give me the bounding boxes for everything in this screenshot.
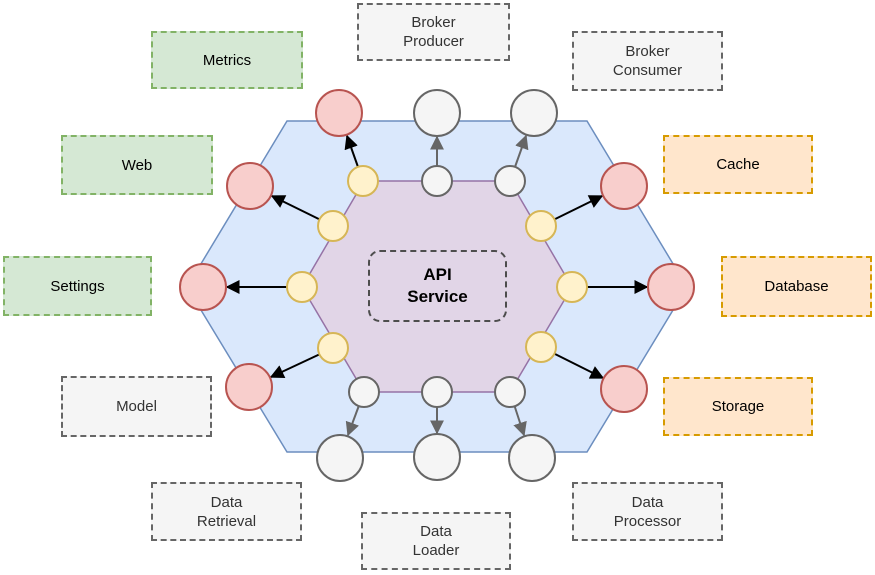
- white-port-bottom-left: [348, 376, 380, 408]
- red-node-lower-left: [225, 363, 273, 411]
- white-port-top-right: [494, 165, 526, 197]
- box-data-processor-label: Data Processor: [613, 493, 682, 530]
- white-port-bottom-right: [494, 376, 526, 408]
- api-service-label: API Service: [407, 265, 468, 306]
- yellow-port-upper-right: [525, 210, 557, 242]
- red-node-top-left: [315, 89, 363, 137]
- white-node-bottom-right: [508, 434, 556, 482]
- yellow-port-upper-left: [317, 210, 349, 242]
- white-node-top-mid: [413, 89, 461, 137]
- box-metrics: Metrics: [151, 31, 303, 89]
- box-data-processor: Data Processor: [572, 482, 723, 541]
- red-node-upper-right: [600, 162, 648, 210]
- white-node-bottom-mid: [413, 433, 461, 481]
- box-data-loader-label: Data Loader: [412, 523, 460, 559]
- box-cache: Cache: [663, 135, 813, 194]
- box-database-label: Database: [764, 278, 829, 295]
- red-node-upper-left: [226, 162, 274, 210]
- white-port-top-mid: [421, 165, 453, 197]
- box-broker-producer-label: Broker Producer: [403, 14, 464, 50]
- box-broker-consumer: Broker Consumer: [572, 31, 723, 91]
- yellow-port-lower-right: [525, 331, 557, 363]
- box-settings-label: Settings: [50, 277, 105, 295]
- box-storage: Storage: [663, 377, 813, 436]
- box-broker-producer: Broker Producer: [357, 3, 510, 61]
- box-web: Web: [61, 135, 213, 195]
- api-service-box: API Service: [368, 250, 507, 322]
- box-web-label: Web: [121, 156, 153, 174]
- yellow-port-top-left: [347, 165, 379, 197]
- yellow-port-right: [556, 271, 588, 303]
- yellow-port-left: [286, 271, 318, 303]
- box-model-label: Model: [116, 398, 157, 415]
- box-data-loader: Data Loader: [361, 512, 511, 570]
- box-database: Database: [721, 256, 872, 317]
- red-node-right: [647, 263, 695, 311]
- red-node-left: [179, 263, 227, 311]
- box-settings: Settings: [3, 256, 152, 316]
- white-port-bottom-mid: [421, 376, 453, 408]
- box-model: Model: [61, 376, 212, 437]
- white-node-bottom-left: [316, 434, 364, 482]
- box-data-retrieval: Data Retrieval: [151, 482, 302, 541]
- box-metrics-label: Metrics: [202, 51, 252, 69]
- yellow-port-lower-left: [317, 332, 349, 364]
- red-node-lower-right: [600, 365, 648, 413]
- box-broker-consumer-label: Broker Consumer: [612, 43, 683, 79]
- white-node-top-right: [510, 89, 558, 137]
- box-data-retrieval-label: Data Retrieval: [196, 493, 257, 530]
- box-storage-label: Storage: [711, 398, 765, 415]
- box-cache-label: Cache: [716, 156, 760, 173]
